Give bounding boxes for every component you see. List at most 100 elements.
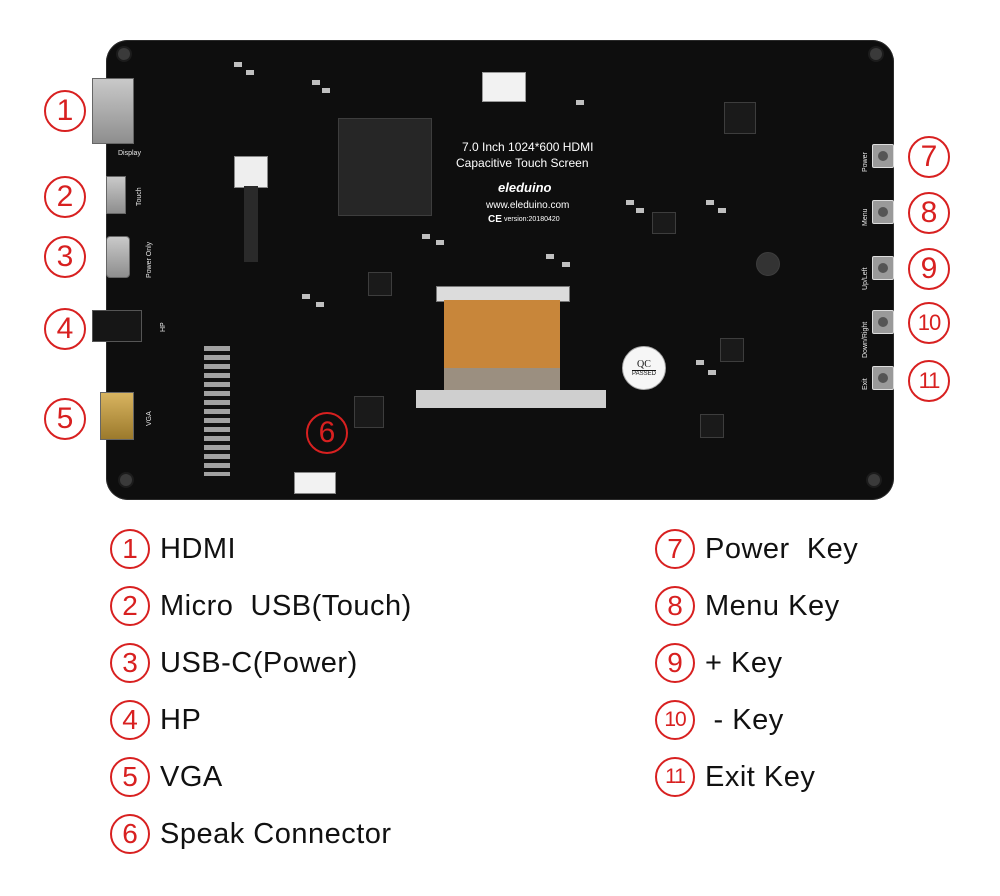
smd-component — [636, 208, 644, 213]
down-right-key-label: Down/Right — [862, 321, 869, 358]
vga-port — [100, 392, 134, 440]
touch-label: Touch — [136, 187, 143, 206]
board-title-line2: Capacitive Touch Screen — [456, 156, 589, 170]
main-ic-chip — [338, 118, 432, 216]
board-title-line1: 7.0 Inch 1024*600 HDMI — [462, 140, 594, 154]
callout-marker-11: 11 — [908, 360, 950, 402]
legend-label: Menu Key — [705, 589, 840, 622]
smd-component — [546, 254, 554, 259]
speaker-connector — [294, 472, 336, 494]
smd-component — [576, 100, 584, 105]
legend-row-usb-c: 3 USB-C(Power) — [110, 641, 358, 685]
legend-label: - Key — [705, 703, 784, 736]
legend-label: HP — [160, 703, 202, 736]
up-left-key — [872, 256, 894, 280]
smd-component — [562, 262, 570, 267]
callout-marker-5: 5 — [44, 398, 86, 440]
legend-marker: 8 — [655, 586, 695, 626]
menu-key-label: Menu — [862, 208, 869, 226]
panel-edge — [416, 390, 606, 408]
chip-module — [482, 72, 526, 102]
power-key — [872, 144, 894, 168]
legend-marker: 6 — [110, 814, 150, 854]
board-version: version:20180420 — [504, 216, 560, 223]
callout-marker-3: 3 — [44, 236, 86, 278]
inductor — [756, 252, 780, 276]
fpc-connector — [234, 156, 268, 188]
exit-key-label: Exit — [862, 378, 869, 390]
pcb-board: 7.0 Inch 1024*600 HDMI Capacitive Touch … — [92, 40, 894, 500]
up-left-key-label: Up/Left — [862, 267, 869, 290]
legend-marker: 2 — [110, 586, 150, 626]
smd-component — [322, 88, 330, 93]
callout-marker-8: 8 — [908, 192, 950, 234]
legend-marker: 10 — [655, 700, 695, 740]
legend-row-power-key: 7 Power Key — [655, 527, 858, 571]
inductor — [652, 212, 676, 234]
qc-top-text: QC — [637, 359, 651, 370]
legend-marker: 9 — [655, 643, 695, 683]
hp-label: HP — [160, 322, 167, 332]
legend-row-speak-connector: 6 Speak Connector — [110, 812, 392, 856]
display-label: Display — [118, 150, 141, 157]
qc-sticker: QC PASSED — [622, 346, 666, 390]
legend-row-menu-key: 8 Menu Key — [655, 584, 840, 628]
legend-row-plus-key: 9 + Key — [655, 641, 782, 685]
callout-marker-2: 2 — [44, 176, 86, 218]
legend-row-micro-usb: 2 Micro USB(Touch) — [110, 584, 412, 628]
legend-label: Exit Key — [705, 760, 816, 793]
down-right-key — [872, 310, 894, 334]
smd-component — [234, 62, 242, 67]
smd-component — [312, 80, 320, 85]
ic-chip — [724, 102, 756, 134]
fpc-cable — [244, 186, 258, 262]
callout-marker-6: 6 — [306, 412, 348, 454]
inductor — [720, 338, 744, 362]
ic-chip — [354, 396, 384, 428]
hdmi-port — [92, 78, 134, 144]
usb-c-port — [106, 236, 130, 278]
ic-chip — [368, 272, 392, 296]
mount-hole — [118, 48, 130, 60]
qc-bottom-text: PASSED — [632, 370, 656, 377]
legend-marker: 7 — [655, 529, 695, 569]
smd-component — [302, 294, 310, 299]
smd-component — [246, 70, 254, 75]
hp-jack — [92, 310, 142, 342]
callout-marker-1: 1 — [44, 90, 86, 132]
callout-marker-10: 10 — [908, 302, 950, 344]
callout-marker-7: 7 — [908, 136, 950, 178]
legend-row-minus-key: 10 - Key — [655, 698, 784, 742]
legend-row-exit-key: 11 Exit Key — [655, 755, 815, 799]
smd-component — [422, 234, 430, 239]
legend-marker: 4 — [110, 700, 150, 740]
legend-label: + Key — [705, 646, 783, 679]
smd-component — [316, 302, 324, 307]
pin-header — [204, 346, 230, 476]
smd-component — [706, 200, 714, 205]
legend-label: HDMI — [160, 532, 237, 565]
smd-component — [626, 200, 634, 205]
mount-hole — [870, 48, 882, 60]
vga-label: VGA — [146, 411, 153, 426]
mount-hole — [868, 474, 880, 486]
legend-label: Power Key — [705, 532, 859, 565]
legend-label: VGA — [160, 760, 223, 793]
legend-label: Speak Connector — [160, 817, 392, 850]
micro-usb-port — [106, 176, 126, 214]
power-only-label: Power Only — [146, 241, 153, 278]
legend-row-vga: 5 VGA — [110, 755, 223, 799]
ce-mark: CE — [488, 214, 502, 225]
smd-component — [718, 208, 726, 213]
callout-marker-4: 4 — [44, 308, 86, 350]
smd-component — [696, 360, 704, 365]
legend-row-hp: 4 HP — [110, 698, 201, 742]
power-key-label: Power — [862, 152, 869, 172]
smd-component — [708, 370, 716, 375]
legend-label: Micro USB(Touch) — [160, 589, 412, 622]
brand-logo: eleduino — [498, 180, 552, 195]
callout-marker-9: 9 — [908, 248, 950, 290]
legend-marker: 5 — [110, 757, 150, 797]
board-url: www.eleduino.com — [486, 200, 570, 211]
legend-row-hdmi: 1 HDMI — [110, 527, 236, 571]
